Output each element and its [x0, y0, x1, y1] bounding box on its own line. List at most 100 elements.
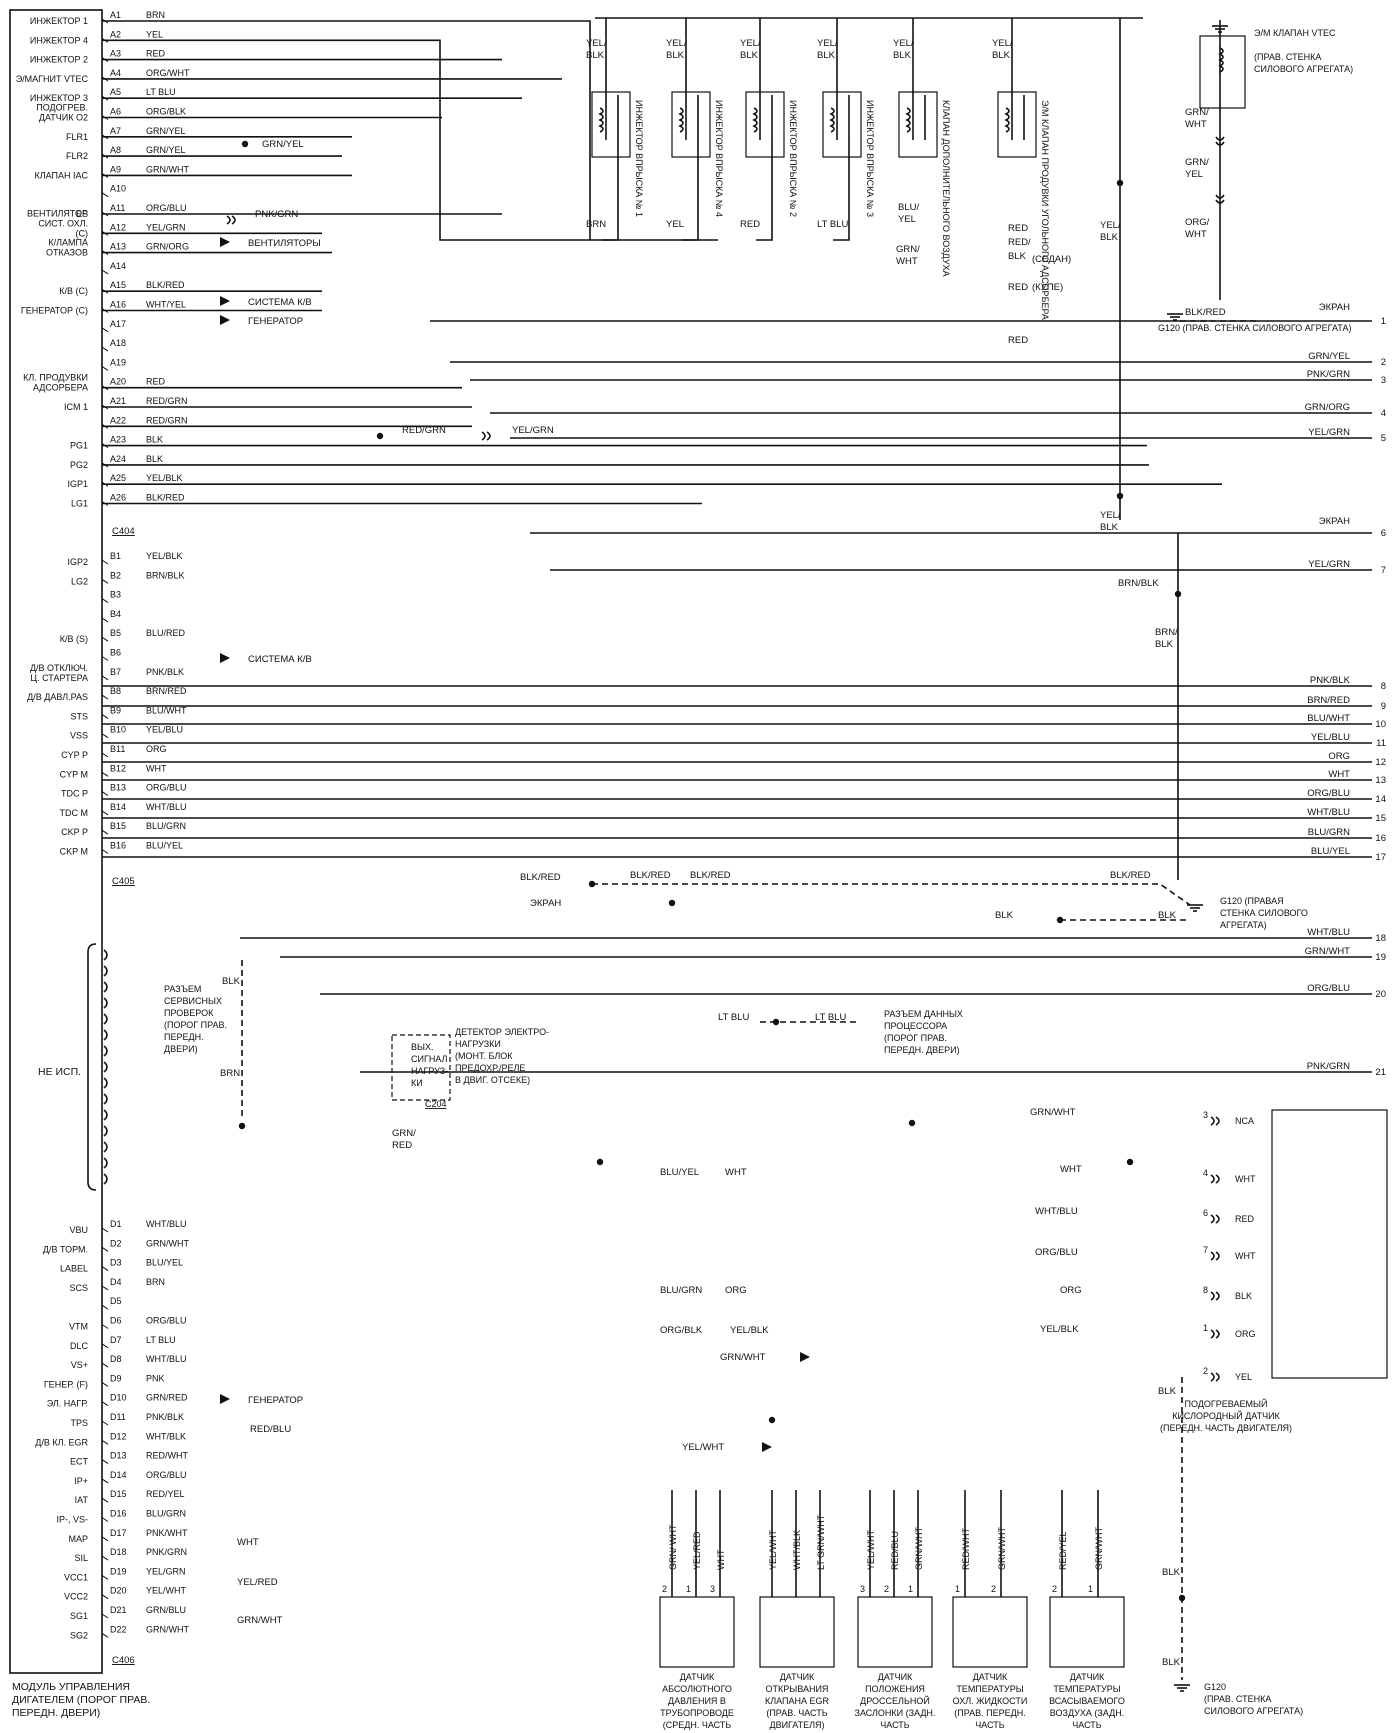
right-terminal-color: BLU/YEL: [1311, 846, 1350, 857]
d-pin-d6-color: ORG/BLU: [146, 1316, 187, 1326]
sensor-name: ОХЛ. ЖИДКОСТИ: [953, 1696, 1028, 1706]
b-pin-b7-tick: [101, 675, 109, 681]
d-pin-d20-tick: [101, 1594, 109, 1600]
a-pin-a4-function: Э/МАГНИТ VTEC: [16, 74, 89, 84]
sensor-wire-color: RED/BLU: [890, 1531, 900, 1570]
sensor-name: ДАТЧИК: [680, 1672, 715, 1682]
a-pin-a4-color: ORG/WHT: [146, 68, 190, 78]
o2-pin-color: WHT: [1235, 1174, 1256, 1184]
wire-color: ORG: [1060, 1285, 1082, 1296]
d-pin-d15-tick: [101, 1497, 109, 1503]
b-pin-b2-pin: B2: [110, 570, 121, 580]
ekran-term-6: ЭКРАН: [1319, 516, 1350, 527]
b-pin-b13-tick: [101, 791, 109, 797]
a-pin-a12-pin: A12: [110, 222, 126, 232]
a-pin-a1-function: ИНЖЕКТОР 1: [30, 16, 88, 26]
a-pin-a13-function: ОТКАЗОВ: [46, 248, 88, 258]
b-pin-b1-function: IGP2: [67, 557, 88, 567]
ecm-module-title: МОДУЛЬ УПРАВЛЕНИЯ ДИГАТЕЛЕМ (ПОРОГ ПРАВ.…: [12, 1681, 151, 1719]
data-connector-label: РАЗЪЕМ ДАННЫХ: [884, 1009, 963, 1019]
wire-color: ORG: [725, 1285, 747, 1296]
wire-color: ORG/BLK: [660, 1325, 703, 1336]
injector-coil: [997, 91, 1037, 158]
b-pin-b11-tick: [101, 752, 109, 758]
right-terminal-color: WHT/BLU: [1307, 807, 1350, 818]
sensor-name: ДАТЧИК: [1070, 1672, 1105, 1682]
a-pin-a8-color: GRN/YEL: [146, 145, 186, 155]
connector-plug: [231, 215, 236, 225]
a-pin-a25-pin: A25: [110, 473, 126, 483]
sensor-name: ЧАСТЬ: [975, 1720, 1005, 1730]
a-pin-a20-pin: A20: [110, 377, 126, 387]
sensor-box: [857, 1596, 933, 1668]
sensor-name: ВОЗДУХА (ЗАДН.: [1050, 1708, 1124, 1718]
d-pin-d22-pin: D22: [110, 1624, 127, 1634]
b-pin-b11-color: ORG: [146, 744, 167, 754]
wire-color: LT BLU: [815, 1012, 846, 1023]
wire-color: RED: [392, 1140, 412, 1151]
right-terminal-number: 19: [1375, 952, 1386, 963]
vtec-label: Э/М КЛАПАН VTEC: [1254, 28, 1336, 38]
a-pin-a1-color: BRN: [146, 10, 165, 20]
a-pin-a13-color: GRN/ORG: [146, 242, 189, 252]
b-pin-b4-pin: B4: [110, 609, 121, 619]
a-pin-a25-color: YEL/BLK: [146, 473, 183, 483]
sensor-box: [952, 1596, 1028, 1668]
sensor-name: ВСАСЫВАЕМОГО: [1049, 1696, 1125, 1706]
b-pin-b9-function: STS: [70, 711, 88, 721]
d-pin-d16-pin: D16: [110, 1509, 127, 1519]
a-pin-a2-color: YEL: [146, 29, 163, 39]
a-pin-a1-pin: A1: [110, 10, 121, 20]
d-pin-d18-function: SIL: [74, 1553, 88, 1563]
arrow-target: СИСТЕМА К/В: [248, 654, 312, 665]
wire-color: BLK/RED: [520, 872, 561, 883]
vtec-valve: [1199, 35, 1246, 109]
d-pin-d7-pin: D7: [110, 1335, 122, 1345]
wire-color: BLU/YEL: [660, 1167, 699, 1178]
sensor-pin: 1: [955, 1584, 960, 1594]
o2-pin-number: 6: [1203, 1208, 1208, 1218]
service-connector-label: ПРОВЕРОК: [164, 1008, 214, 1018]
sensor-pin: 3: [710, 1584, 715, 1594]
right-terminal-color: PNK/GRN: [1307, 369, 1350, 380]
right-terminal-color: WHT: [1328, 769, 1350, 780]
eld-label: (МОНТ. БЛОК: [455, 1051, 513, 1061]
d-pin-d19-tick: [101, 1574, 109, 1580]
unused-bracket: [87, 943, 97, 1191]
a-pin-a21-pin: A21: [110, 396, 126, 406]
service-connector-label: ДВЕРИ): [164, 1044, 198, 1054]
connector-plug: [1215, 1214, 1220, 1224]
connector-plug: [1215, 1116, 1220, 1126]
sensor-wire-color: YEL/WHT: [866, 1529, 876, 1570]
d-pin-d5-pin: D5: [110, 1296, 122, 1306]
d-pin-d11-tick: [101, 1420, 109, 1426]
b-pin-b16-color: BLU/YEL: [146, 841, 183, 851]
a-pin-a23-pin: A23: [110, 435, 126, 445]
a-pin-a24-function: PG2: [70, 460, 88, 470]
d-pin-d19-pin: D19: [110, 1566, 127, 1576]
wire-color: GRN/WHT: [1030, 1107, 1076, 1118]
sensor-wire-color: YEL/WHT: [768, 1529, 778, 1570]
d-pin-d17-color: PNK/WHT: [146, 1528, 188, 1538]
a-pin-a19-pin: A19: [110, 357, 126, 367]
wire-color: WHT: [725, 1167, 747, 1178]
wire-color: BLU/GRN: [660, 1285, 702, 1296]
sensor-wire-color: GRN/ WHT: [668, 1524, 678, 1570]
right-terminal-color: ORG/BLU: [1307, 983, 1350, 994]
d-pin-d14-tick: [101, 1478, 109, 1484]
d-pin-d17-tick: [101, 1536, 109, 1542]
wire-color: BLK: [995, 910, 1014, 921]
b-pin-b4-tick: [101, 617, 109, 623]
connector-plug: [1210, 1329, 1215, 1339]
d-pin-d18-color: PNK/GRN: [146, 1547, 187, 1557]
sensor-pin: 2: [662, 1584, 667, 1594]
injector-name: КЛАПАН ДОПОЛНИТЕЛЬНОГО ВОЗДУХА: [941, 100, 951, 277]
d-pin-d13-function: ECT: [70, 1457, 89, 1467]
right-terminal-number: 5: [1381, 433, 1386, 444]
ground-label: G120 (ПРАВ. СТЕНКА СИЛОВОГО АГРЕГАТА): [1158, 323, 1351, 333]
connector-plug: [1215, 1251, 1220, 1261]
injector-feed-color: YEL/: [817, 38, 838, 49]
sensor-name: КЛАПАНА EGR: [765, 1696, 830, 1706]
variant-label: (СЕДАН): [1032, 254, 1071, 265]
arrow-target: СИСТЕМА К/В: [248, 297, 312, 308]
